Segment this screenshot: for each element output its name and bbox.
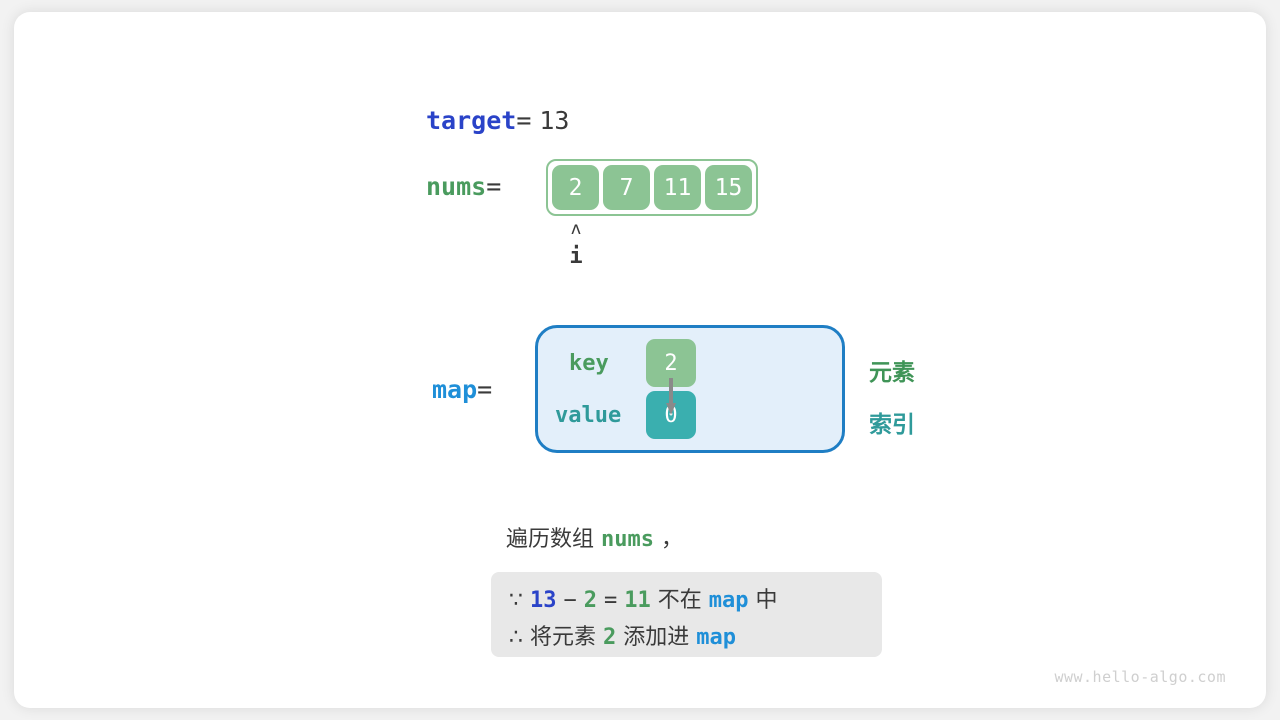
map-equals-sign: = xyxy=(477,375,493,404)
caption-code-nums: nums xyxy=(601,527,654,552)
therefore-symbol-icon: ∴ xyxy=(509,625,523,650)
note-current-element: 2 xyxy=(583,588,597,613)
note-box: ∵ 13 − 2 = 11 不在 map 中 ∴ 将元素 2 添加进 map xyxy=(491,572,882,657)
map-value-label: value xyxy=(555,403,622,428)
caption-text: 遍历数组 nums ， xyxy=(506,524,683,556)
note-map-code-2: map xyxy=(696,625,737,650)
caption-suffix: ， xyxy=(653,527,683,552)
key-to-value-arrow-icon xyxy=(666,378,676,415)
note-add-into-text: 添加进 xyxy=(623,625,690,650)
array-cell: 11 xyxy=(654,165,701,210)
caret-icon: ʌ xyxy=(570,219,582,239)
map-row-label: map= xyxy=(432,373,492,407)
note-line-2: ∴ 将元素 2 添加进 map xyxy=(509,619,882,656)
note-line-1: ∵ 13 − 2 = 11 不在 map 中 xyxy=(509,582,882,619)
note-not-in-text: 不在 xyxy=(657,588,702,613)
map-key-label: key xyxy=(569,351,609,376)
array-cell: 15 xyxy=(705,165,752,210)
note-in-text: 中 xyxy=(755,588,778,613)
nums-array: 2 7 11 15 xyxy=(546,159,758,216)
note-equals-sign: = xyxy=(604,588,618,613)
target-variable-label: target xyxy=(426,106,517,135)
map-variable-label: map xyxy=(432,375,478,404)
index-pointer-label: i xyxy=(569,244,583,269)
nums-variable-label: nums xyxy=(426,172,487,201)
note-minus-sign: − xyxy=(563,588,577,613)
note-complement-value: 11 xyxy=(624,588,651,613)
map-element-side-label: 元素 xyxy=(869,360,915,386)
index-pointer: ʌ i xyxy=(562,220,590,272)
note-map-code-1: map xyxy=(708,588,749,613)
target-value: 13 xyxy=(539,106,570,135)
nums-row-label: nums= xyxy=(426,170,501,204)
note-add-element-text: 将元素 xyxy=(530,625,597,650)
note-added-value: 2 xyxy=(603,625,617,650)
diagram-card: target= 13 nums= 2 7 11 15 ʌ i map= key … xyxy=(14,12,1266,708)
array-cell: 7 xyxy=(603,165,650,210)
watermark: www.hello-algo.com xyxy=(1054,668,1226,686)
target-row: target= 13 xyxy=(426,104,569,138)
nums-equals-sign: = xyxy=(486,172,502,201)
target-equals-sign: = xyxy=(516,106,532,135)
caption-prefix: 遍历数组 xyxy=(506,527,601,552)
note-target-value: 13 xyxy=(530,588,557,613)
map-index-side-label: 索引 xyxy=(869,412,915,438)
array-cell: 2 xyxy=(552,165,599,210)
because-symbol-icon: ∵ xyxy=(509,588,523,613)
